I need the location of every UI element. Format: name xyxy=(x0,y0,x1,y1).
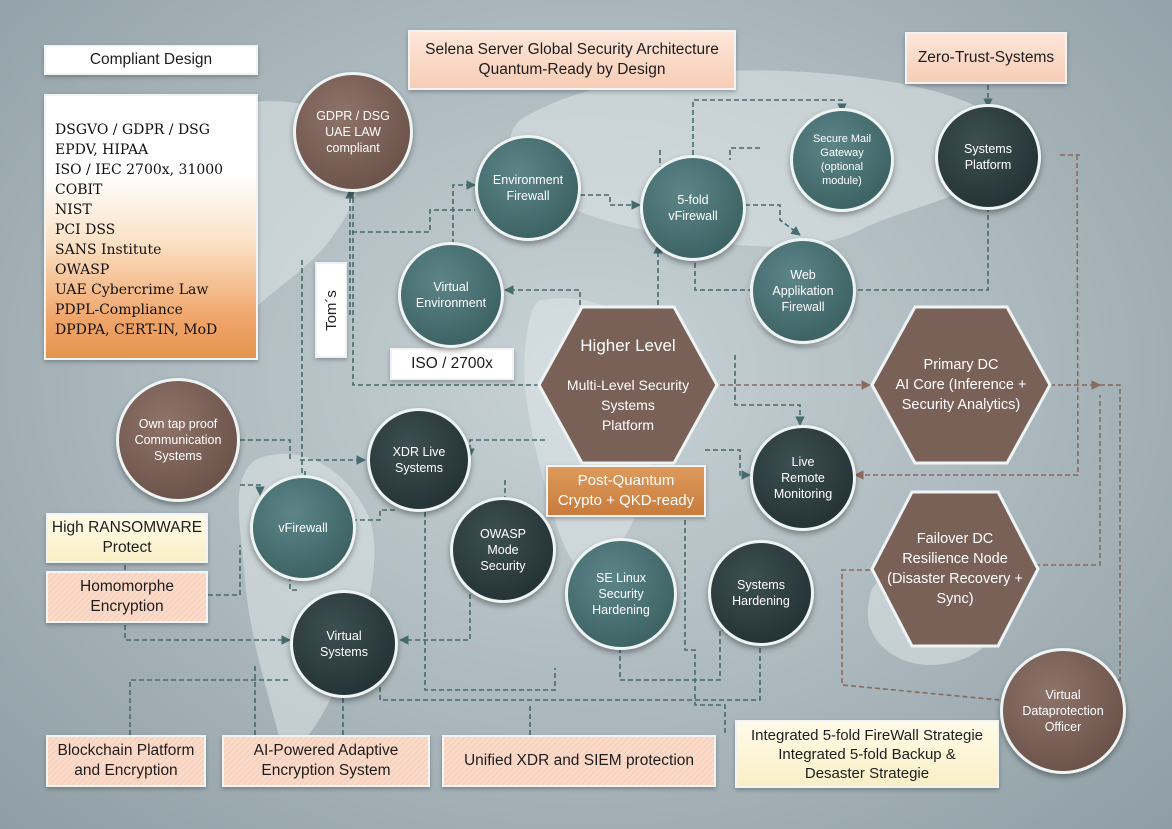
node-label: Environment Firewall xyxy=(492,173,564,203)
node-web-application-firewall: Web Applikation Firewall xyxy=(750,238,856,344)
toms-label: Tom´s xyxy=(315,262,347,358)
node-label: Web Applikation Firewall xyxy=(772,268,834,314)
node-label: Virtual Systems xyxy=(320,629,368,659)
compliance-item: DPDPA, CERT-IN, MoD xyxy=(55,322,218,338)
node-virtual-dataprotection-officer: Virtual Dataprotection Officer xyxy=(1000,648,1126,774)
compliance-item: DSGVO / GDPR / DSG xyxy=(55,122,210,138)
hex-title: Higher Level xyxy=(580,336,676,355)
node-label: Systems Platform xyxy=(964,142,1012,172)
integrated-strategy-label: Integrated 5-fold FireWall Strategie Int… xyxy=(735,720,999,788)
node-secure-mail-gateway: Secure Mail Gateway (optional module) xyxy=(790,108,894,212)
compliance-item: ISO / IEC 2700x, 31000 xyxy=(55,162,224,178)
compliance-item: SANS Institute xyxy=(55,242,162,258)
node-label: Virtual Dataprotection Officer xyxy=(1022,688,1104,734)
node-systems-platform: Systems Platform xyxy=(935,104,1041,210)
hex-text: Higher Level Multi-Level Security System… xyxy=(567,317,689,453)
compliance-item: OWASP xyxy=(55,262,110,278)
node-label: GDPR / DSG UAE LAW compliant xyxy=(316,109,390,155)
compliance-standards-list: DSGVO / GDPR / DSG EPDV, HIPAA ISO / IEC… xyxy=(44,94,258,360)
diagram-title: Selena Server Global Security Architectu… xyxy=(408,30,736,90)
node-label: Virtual Environment xyxy=(415,280,487,310)
node-xdr-live-systems: XDR Live Systems xyxy=(367,408,471,512)
node-se-linux-security-hardening: SE Linux Security Hardening xyxy=(565,538,677,650)
hexagon-shape xyxy=(870,490,1040,648)
unified-xdr-siem-label: Unified XDR and SIEM protection xyxy=(442,735,716,787)
title-line-2: Quantum-Ready by Design xyxy=(478,61,666,78)
node-environment-firewall: Environment Firewall xyxy=(475,135,581,241)
title-line-1: Selena Server Global Security Architectu… xyxy=(425,41,719,58)
blockchain-platform-label: Blockchain Platform and Encryption xyxy=(46,735,206,787)
hex-text: Failover DC Resilience Node (Disaster Re… xyxy=(887,531,1023,607)
ai-adaptive-encryption-label: AI-Powered Adaptive Encryption System xyxy=(222,735,430,787)
hex-primary-dc: Primary DC AI Core (Inference + Security… xyxy=(870,305,1052,465)
node-systems-hardening: Systems Hardening xyxy=(708,540,814,646)
hex-higher-level-security-platform: Higher Level Multi-Level Security System… xyxy=(537,305,719,465)
node-label: Live Remote Monitoring xyxy=(773,455,833,501)
toms-text: Tom´s xyxy=(322,289,340,331)
node-label: Secure Mail Gateway (optional module) xyxy=(812,133,872,187)
node-owasp-mode-security: OWASP Mode Security xyxy=(450,497,556,603)
hex-failover-dc: Failover DC Resilience Node (Disaster Re… xyxy=(870,490,1040,648)
high-ransomware-protect-label: High RANSOMWARE Protect xyxy=(46,513,208,563)
hexagon-shape xyxy=(870,305,1052,465)
hex-subtitle: Multi-Level Security Systems Platform xyxy=(566,377,690,433)
node-virtual-systems: Virtual Systems xyxy=(290,590,398,698)
node-vfirewall: vFirewall xyxy=(250,475,356,581)
iso-2700x-label: ISO / 2700x xyxy=(390,348,514,380)
zero-trust-label: Zero-Trust-Systems xyxy=(905,32,1067,84)
compliance-item: NIST xyxy=(55,202,92,218)
compliance-item: PCI DSS xyxy=(55,222,116,238)
compliance-item: UAE Cybercrime Law xyxy=(55,282,209,298)
node-label: 5-fold vFirewall xyxy=(668,193,718,223)
compliance-item: EPDV, HIPAA xyxy=(55,142,149,158)
compliant-design-label: Compliant Design xyxy=(44,45,258,75)
post-quantum-label: Post-Quantum Crypto + QKD-ready xyxy=(546,465,706,517)
node-own-tap-proof-communication: Own tap proof Communication Systems xyxy=(116,378,240,502)
node-label: XDR Live Systems xyxy=(392,445,446,475)
node-label: OWASP Mode Security xyxy=(479,527,527,573)
node-label: Own tap proof Communication Systems xyxy=(134,417,222,463)
hexagon-shape xyxy=(537,305,719,465)
compliance-item: PDPL-Compliance xyxy=(55,302,183,318)
node-live-remote-monitoring: Live Remote Monitoring xyxy=(750,425,856,531)
node-gdpr-compliant: GDPR / DSG UAE LAW compliant xyxy=(293,72,413,192)
node-label: SE Linux Security Hardening xyxy=(592,571,650,617)
node-label: Systems Hardening xyxy=(732,578,790,608)
node-label: vFirewall xyxy=(278,521,328,535)
hex-text: Primary DC AI Core (Inference + Security… xyxy=(895,357,1027,413)
homomorphe-encryption-label: Homomorphe Encryption xyxy=(46,571,208,623)
node-5fold-vfirewall: 5-fold vFirewall xyxy=(640,155,746,261)
node-virtual-environment: Virtual Environment xyxy=(398,242,504,348)
compliance-item: COBIT xyxy=(55,182,103,198)
